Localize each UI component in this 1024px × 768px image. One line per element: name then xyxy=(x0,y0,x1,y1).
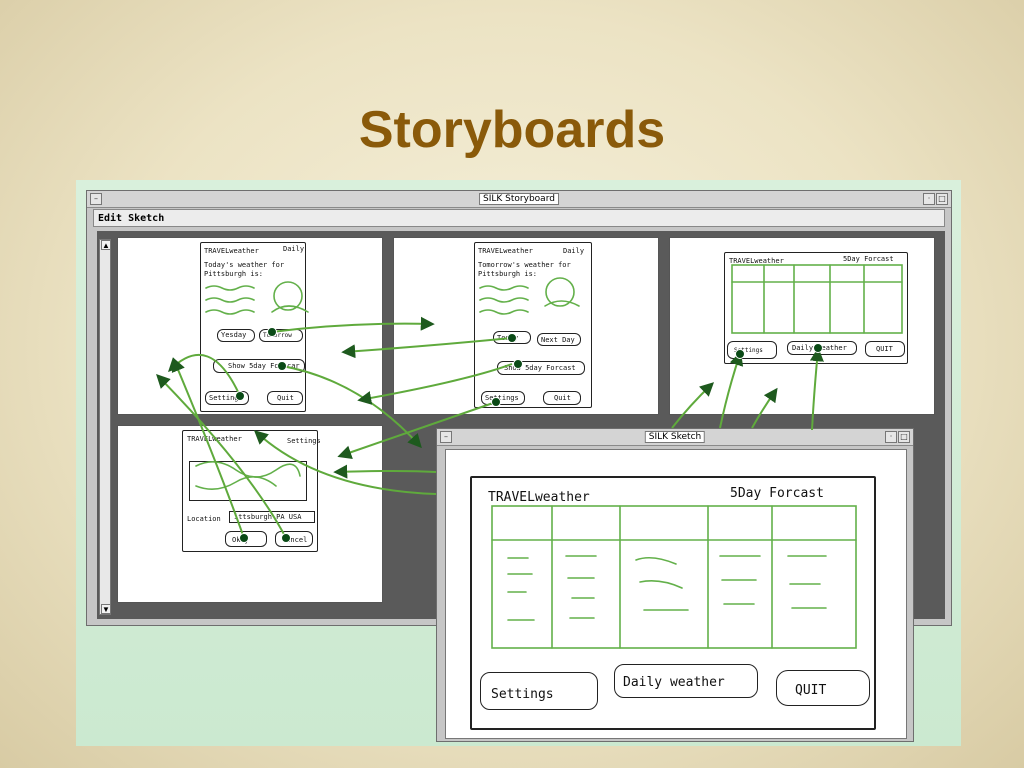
slide-title: Storyboards xyxy=(358,101,666,159)
app-name: TRAVELweather xyxy=(204,247,259,255)
storyboard-frame-settings[interactable]: TRAVELweather Settings Location ittsburg… xyxy=(117,425,383,603)
storyboard-menu[interactable]: Edit Sketch xyxy=(93,209,945,227)
show-5day-button[interactable]: Show 5day Forcast xyxy=(497,361,585,375)
sketch-window: – SILK Sketch · □ TRAVELweather 5Day For… xyxy=(436,428,914,742)
settings-button[interactable]: Settings xyxy=(727,341,777,359)
sketch-canvas[interactable]: TRAVELweather 5Day Forcast Settings Dail… xyxy=(445,449,907,739)
location-input[interactable]: ittsburgh PA USA xyxy=(229,511,315,523)
maximize-icon[interactable]: □ xyxy=(898,431,910,443)
minimize-icon[interactable]: · xyxy=(923,193,935,205)
quit-button[interactable]: QUIT xyxy=(865,341,905,357)
tomorrow-button[interactable]: Tomorrow xyxy=(259,329,303,342)
app-name: TRAVELweather xyxy=(729,257,784,265)
sketch-5day: TRAVELweather 5Day Forcast Settings Dail… xyxy=(724,252,908,364)
window-menu-icon[interactable]: – xyxy=(440,431,452,443)
next-day-button[interactable]: Next Day xyxy=(537,333,581,346)
sketch-daily-tomorrow: TRAVELweather Daily Tomorrow's weather f… xyxy=(474,242,592,408)
vertical-scrollbar[interactable]: ▲ ▼ xyxy=(99,239,111,615)
sketch-settings: TRAVELweather Settings Location ittsburg… xyxy=(182,430,321,552)
settings-button[interactable]: Settings xyxy=(480,672,598,710)
quit-button[interactable]: QUIT xyxy=(776,670,870,706)
today-button[interactable]: Today xyxy=(493,331,531,344)
app-name: TRAVELweather xyxy=(187,435,242,443)
scroll-down-arrow-icon[interactable]: ▼ xyxy=(101,604,111,614)
mode-label: Daily xyxy=(283,245,305,253)
mode-label: Settings xyxy=(287,437,321,445)
minimize-icon[interactable]: · xyxy=(885,431,897,443)
sketch-5day-large: TRAVELweather 5Day Forcast Settings Dail… xyxy=(470,476,876,730)
app-name: TRAVELweather xyxy=(488,490,590,505)
sketch-titlebar[interactable]: – SILK Sketch · □ xyxy=(437,429,913,446)
daily-weather-button[interactable]: Daily weather xyxy=(614,664,758,698)
app-name: TRAVELweather xyxy=(478,247,533,255)
storyboard-frame-5day[interactable]: TRAVELweather 5Day Forcast Settings Dail… xyxy=(669,237,935,415)
storyboard-title: SILK Storyboard xyxy=(479,193,559,205)
okay-button[interactable]: Okay xyxy=(225,531,267,547)
sketch-daily-today: TRAVELweather Daily Today's weather for … xyxy=(200,242,306,412)
scroll-up-arrow-icon[interactable]: ▲ xyxy=(101,240,111,250)
yesday-button[interactable]: Yesday xyxy=(217,329,255,342)
map-area xyxy=(189,461,307,501)
location-label: Location xyxy=(187,515,221,523)
quit-button[interactable]: Quit xyxy=(543,391,581,405)
daily-weather-button[interactable]: Daily weather xyxy=(787,341,857,355)
mode-label: 5Day Forcast xyxy=(730,486,824,501)
storyboard-frame-daily-tomorrow[interactable]: TRAVELweather Daily Tomorrow's weather f… xyxy=(393,237,659,415)
weather-line-2: Pittsburgh is: xyxy=(204,270,264,278)
weather-line-1: Today's weather for xyxy=(204,261,285,269)
mode-label: Daily xyxy=(563,247,585,255)
storyboard-frame-daily-today[interactable]: TRAVELweather Daily Today's weather for … xyxy=(117,237,383,415)
show-5day-button[interactable]: Show 5day Forecar xyxy=(213,359,305,373)
window-menu-icon[interactable]: – xyxy=(90,193,102,205)
cancel-button[interactable]: Cancel xyxy=(275,531,313,547)
settings-button[interactable]: Settings xyxy=(481,391,525,405)
weather-line-2: Pittsburgh is: xyxy=(478,270,538,278)
storyboard-titlebar[interactable]: – SILK Storyboard · □ xyxy=(87,191,951,208)
weather-line-1: Tomorrow's weather for xyxy=(478,261,571,269)
quit-button[interactable]: Quit xyxy=(267,391,303,405)
settings-button[interactable]: Settings xyxy=(205,391,249,405)
maximize-icon[interactable]: □ xyxy=(936,193,948,205)
mode-label: 5Day Forcast xyxy=(843,255,894,263)
sketch-title: SILK Sketch xyxy=(644,431,706,443)
